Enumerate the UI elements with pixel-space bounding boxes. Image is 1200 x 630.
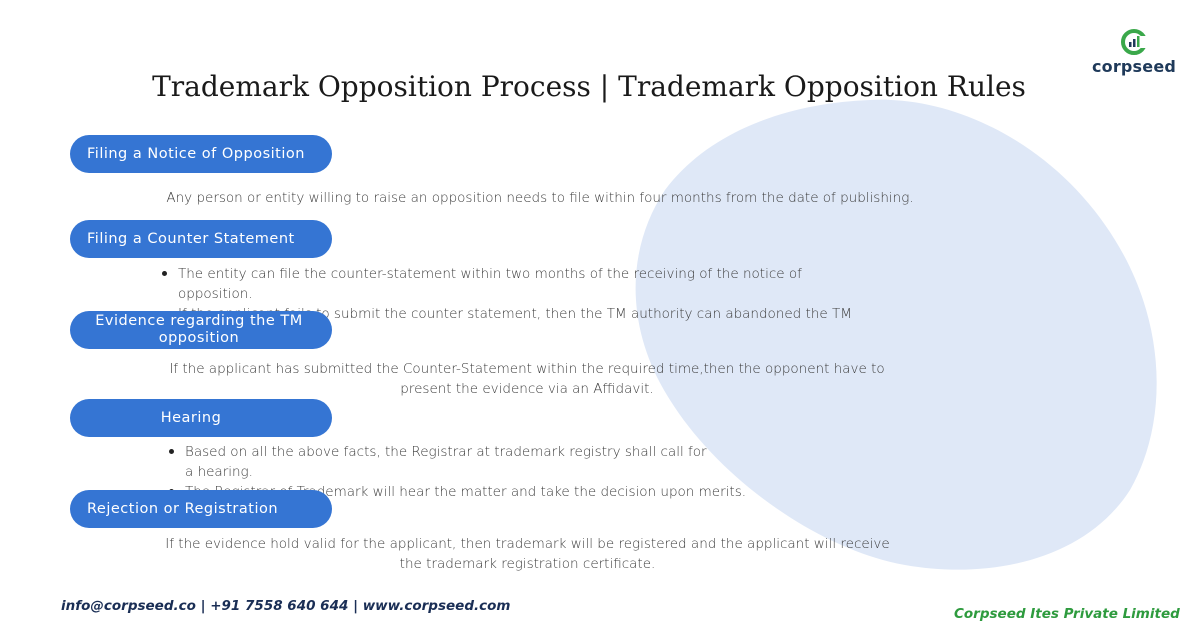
- step-text-evidence: If the applicant has submitted the Count…: [169, 361, 885, 397]
- corpseed-logo: corpseed: [1086, 27, 1182, 76]
- step-label-counter-statement: Filing a Counter Statement: [70, 220, 332, 258]
- corpseed-logo-icon: [1121, 29, 1147, 55]
- list-item: The entity can file the counter-statemen…: [162, 264, 862, 304]
- list-item: Based on all the above facts, the Regist…: [169, 442, 715, 482]
- step-label-notice-of-opposition: Filing a Notice of Opposition: [70, 135, 332, 173]
- step-label-rejection-or-registration: Rejection or Registration: [70, 490, 332, 528]
- step-label-hearing: Hearing: [70, 399, 332, 437]
- step-text-notice-of-opposition: Any person or entity willing to raise an…: [166, 190, 914, 206]
- page-title: Trademark Opposition Process | Trademark…: [152, 70, 1026, 103]
- step-text-rejection-or-registration: If the evidence hold valid for the appli…: [165, 536, 890, 572]
- step-label-evidence: Evidence regarding the TM opposition: [70, 311, 332, 349]
- step-bullets-hearing: Based on all the above facts, the Regist…: [169, 442, 759, 502]
- logo-wordmark: corpseed: [1091, 57, 1177, 76]
- footer-contact-info: info@corpseed.co | +91 7558 640 644 | ww…: [61, 598, 511, 614]
- footer-company-name: Corpseed Ites Private Limited: [954, 606, 1180, 622]
